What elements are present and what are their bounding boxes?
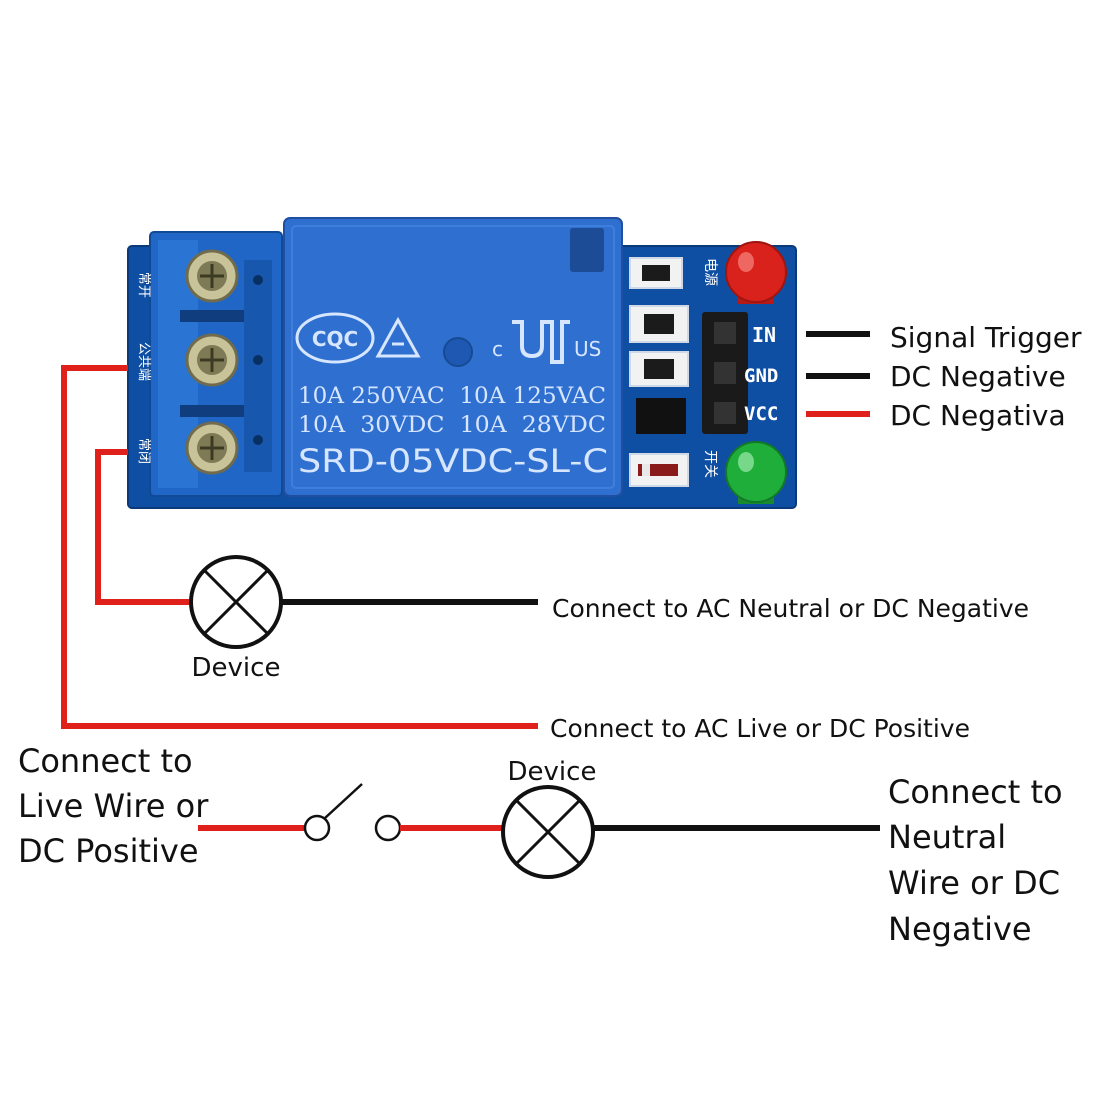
warning-triangle-icon: [375, 316, 421, 358]
ul-mark-c: c: [492, 337, 503, 361]
power-led: [725, 241, 787, 304]
relay-rating-line-2: 10A 30VDC 10A 28VDC: [298, 413, 606, 438]
header-pins: IN GND VCC: [702, 312, 778, 434]
pin-gnd-mark: GND: [744, 365, 778, 387]
left-label-line-3: DC Positive: [18, 832, 199, 870]
circuit-1: Device Connect to AC Neutral or DC Negat…: [61, 365, 1029, 743]
right-label-line-2: Neutral: [888, 818, 1006, 856]
ul-mark-us: US: [574, 337, 601, 361]
label-ac-live: Connect to AC Live or DC Positive: [550, 714, 970, 743]
label-signal-trigger: Signal Trigger: [890, 321, 1082, 354]
circuit-2: Connect to Live Wire or DC Positive Devi…: [18, 742, 1063, 948]
pin-wires: [806, 331, 870, 417]
relay-rating-line-1: 10A 250VAC 10A 125VAC: [298, 384, 606, 409]
terminal-mark-nc: 常开: [136, 272, 151, 298]
right-label-line-1: Connect to: [888, 773, 1063, 811]
terminal-screw-no: [185, 249, 239, 303]
right-label-line-3: Wire or DC: [888, 864, 1060, 902]
terminal-screw-nc: [185, 421, 239, 475]
device-lamp-1-icon: [189, 555, 283, 649]
wire-com-live: [61, 365, 538, 729]
device-1-label: Device: [192, 653, 281, 683]
terminal-screw-com: [185, 333, 239, 387]
left-label-line-1: Connect to: [18, 742, 193, 780]
pin-vcc-mark: VCC: [744, 403, 778, 425]
left-label-line-2: Live Wire or: [18, 787, 209, 825]
power-led-mark: 电源: [702, 258, 718, 286]
cert-cqc: CQC: [312, 327, 358, 351]
wire-no-device: [95, 449, 190, 605]
terminal-mark-no: 常闭: [136, 438, 151, 464]
status-led: [725, 441, 787, 504]
relay-body: CQC c US 10A 250VAC 10A 125VAC 10A 30VDC…: [283, 217, 623, 497]
label-dc-negative: DC Negative: [890, 360, 1066, 393]
pin-in-mark: IN: [752, 323, 776, 347]
switch-icon: [303, 783, 402, 842]
relay-model: SRD-05VDC-SL-C: [298, 442, 608, 480]
switch-led-mark: 开关: [702, 450, 718, 478]
device-2-label: Device: [508, 757, 597, 787]
smd-components: [629, 257, 689, 487]
cqc-mark-icon: CQC: [295, 312, 375, 364]
terminal-mark-com: 公共端: [136, 342, 151, 381]
terminal-block: 常开 公共端 常闭: [136, 231, 283, 497]
label-dc-negativa: DC Negativa: [890, 399, 1066, 432]
ul-mark-icon: c US: [492, 320, 601, 364]
device-lamp-2-icon: [501, 785, 595, 879]
right-label-line-4: Negative: [888, 910, 1032, 948]
relay-module: 常开 公共端 常闭 CQC c US 10A 250VAC 10A 1: [127, 217, 797, 509]
label-ac-neutral: Connect to AC Neutral or DC Negative: [552, 594, 1029, 623]
